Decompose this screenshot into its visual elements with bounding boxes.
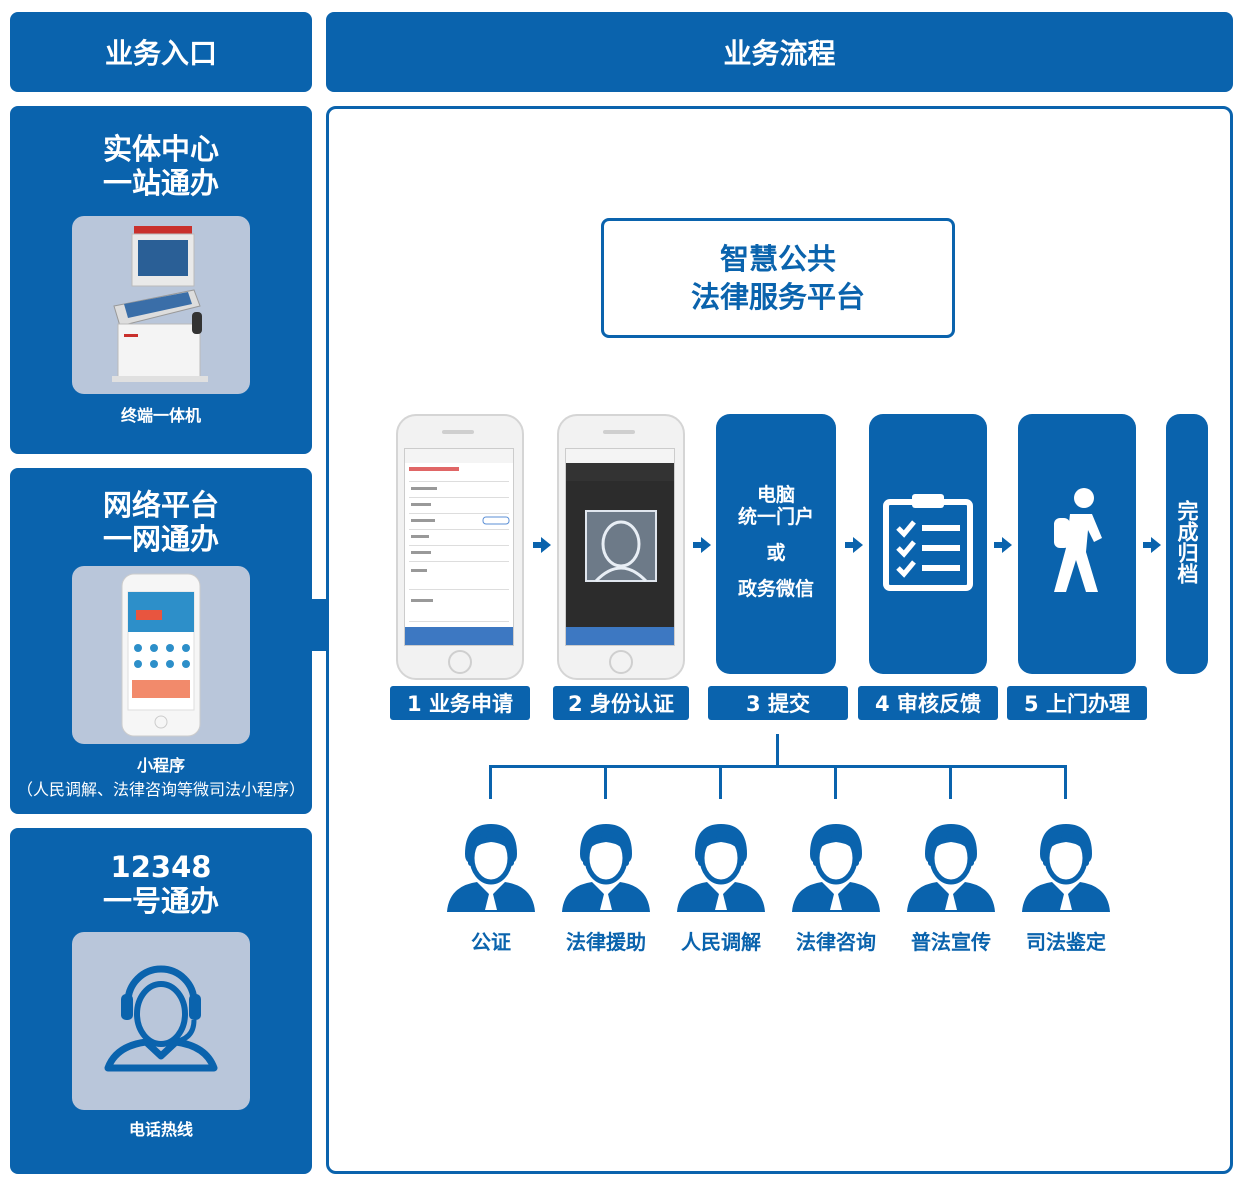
step-3-text-line3: 或	[766, 542, 786, 564]
miniprogram-image	[72, 566, 250, 744]
service-label: 法律咨询	[796, 930, 876, 954]
step-label-2: 2 身份认证	[553, 686, 689, 720]
entry-caption: 终端一体机	[120, 406, 201, 425]
final-step-archive-box: 完成归档	[1166, 414, 1208, 674]
step-1-phone	[396, 414, 524, 680]
service-label: 公证	[471, 930, 511, 954]
step-arrow-3	[845, 537, 863, 553]
entry-title-line1: 网络平台	[102, 488, 219, 522]
step-arrow-1	[533, 537, 551, 553]
step-label-5: 5 上门办理	[1007, 686, 1147, 720]
hotline-image	[72, 932, 250, 1110]
service-label: 人民调解	[681, 930, 761, 954]
platform-box: 智慧公共 法律服务平台	[601, 218, 955, 338]
step-label-3: 3 提交	[708, 686, 848, 720]
flow-header-label: 业务流程	[723, 37, 836, 70]
step-arrow-5	[1143, 537, 1161, 553]
entry-title: 12348 一号通办	[10, 850, 312, 918]
entry-title-line1: 实体中心	[102, 132, 219, 166]
service-label: 法律援助	[566, 930, 646, 954]
connector-drop-1	[489, 765, 492, 799]
connector-drop-3	[719, 765, 722, 799]
entry-title-line2: 一站通办	[102, 166, 219, 200]
entry-title-line1: 12348	[110, 850, 212, 884]
entry-header-label: 业务入口	[104, 37, 217, 70]
walking-person-icon	[1054, 488, 1102, 592]
connector-drop-4	[834, 765, 837, 799]
step-3-text-line2: 统一门户	[737, 506, 814, 528]
connector-bar	[489, 765, 1067, 768]
entry-header: 业务入口	[10, 12, 312, 92]
person-icon	[445, 820, 537, 912]
platform-line2: 法律服务平台	[690, 280, 865, 314]
step-label-1: 1 业务申请	[390, 686, 530, 720]
person-icon	[790, 820, 882, 912]
entry-network-platform: 网络平台 一网通办 小程序 （人民调解、法律咨询等微司法小程序）	[10, 468, 312, 814]
clipboard-checklist-icon	[883, 494, 973, 591]
headset-agent-icon	[104, 965, 218, 1072]
step-label-4: 4 审核反馈	[858, 686, 998, 720]
face-scan-screen	[565, 448, 675, 646]
entry-physical-center: 实体中心 一站通办 终端一体机	[10, 106, 312, 454]
entry-caption-line2: （人民调解、法律咨询等微司法小程序）	[16, 780, 305, 799]
kiosk-image	[72, 216, 250, 394]
entry-title-line2: 一号通办	[102, 884, 219, 918]
entry-caption: 电话热线	[128, 1120, 193, 1139]
step-3-submit-box: 电脑 统一门户 或 政务微信	[716, 414, 836, 674]
step-3-text-line4: 政务微信	[737, 578, 814, 600]
step-2-phone	[557, 414, 685, 680]
entry-caption-line1: 小程序	[136, 756, 185, 775]
person-icon	[675, 820, 767, 912]
service-label: 普法宣传	[911, 930, 991, 954]
person-icon	[1020, 820, 1112, 912]
step-arrow-2	[693, 537, 711, 553]
connector-drop-2	[604, 765, 607, 799]
person-icon	[905, 820, 997, 912]
connector-stem	[776, 734, 779, 766]
final-step-text: 完成归档	[1175, 500, 1199, 584]
person-icon	[560, 820, 652, 912]
step-5-onsite-box	[1018, 414, 1136, 674]
step-3-text-line1: 电脑	[756, 484, 795, 506]
connector-drop-5	[949, 765, 952, 799]
smartphone-icon	[121, 573, 201, 737]
entry-title-line2: 一网通办	[102, 522, 219, 556]
platform-line1: 智慧公共	[719, 242, 836, 276]
step-arrow-4	[994, 537, 1012, 553]
flow-header: 业务流程	[326, 12, 1233, 92]
step-4-review-box	[869, 414, 987, 674]
entry-title: 网络平台 一网通办	[10, 488, 312, 556]
service-label: 司法鉴定	[1026, 930, 1106, 954]
connector-drop-6	[1064, 765, 1067, 799]
kiosk-icon	[112, 226, 208, 382]
entry-hotline: 12348 一号通办 电话热线	[10, 828, 312, 1174]
form-screen	[404, 448, 514, 646]
entry-title: 实体中心 一站通办	[10, 132, 312, 200]
